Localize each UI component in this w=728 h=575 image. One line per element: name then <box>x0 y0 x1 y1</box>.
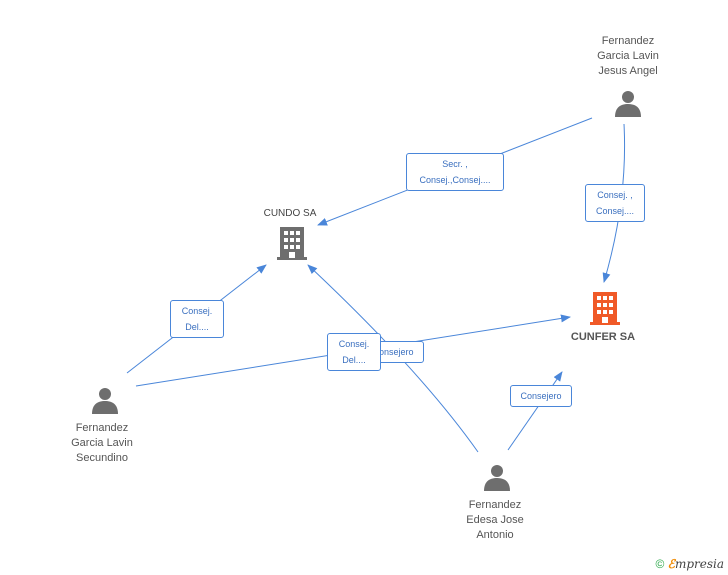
edge-label-line: Consej. <box>181 306 213 316</box>
edge-label-edesa-cunfer[interactable]: Consejero <box>510 385 572 407</box>
copyright-notice: © ℰmpresia <box>655 557 724 571</box>
building-icon[interactable] <box>277 227 307 261</box>
node-label-fernandez-jesus[interactable]: Fernandez Garcia Lavin Jesus Angel <box>597 35 659 77</box>
edge-label-line: Consej. <box>338 339 370 349</box>
edge-label-line: Consej. , <box>597 190 633 200</box>
edge-edesa-cunfer <box>507 371 563 451</box>
node-label-fernandez-edesa[interactable]: Fernandez Edesa Jose Antonio <box>466 499 524 541</box>
edge-label-secundino-cundo[interactable]: Consej. Del.... <box>170 300 224 338</box>
node-label-fernandez-secundino[interactable]: Fernandez Garcia Lavin Secundino <box>71 422 133 464</box>
person-icon[interactable] <box>613 89 643 119</box>
edge-label-secundino-cunfer[interactable]: Consej. Del.... <box>327 333 381 371</box>
edge-label-line: Del.... <box>342 355 366 365</box>
person-icon[interactable] <box>90 386 120 416</box>
edge-label-jesus-cunfer[interactable]: Consej. , Consej.... <box>585 184 645 222</box>
brand-rest: mpresia <box>674 557 724 571</box>
edge-label-line: Consejero <box>372 347 414 357</box>
edge-label-line: Consejero <box>520 391 562 401</box>
edge-edesa-cundo <box>307 264 479 453</box>
building-icon[interactable] <box>590 292 620 326</box>
node-label-cunfer[interactable]: CUNFER SA <box>570 331 636 343</box>
brand-first-letter: ℰ <box>667 557 675 571</box>
edge-label-line: Consej.,Consej.... <box>419 175 491 185</box>
edge-label-line: Consej.... <box>595 206 635 216</box>
person-icon[interactable] <box>482 463 512 493</box>
copyright-icon: © <box>655 557 665 571</box>
edge-label-jesus-cundo[interactable]: Secr. , Consej.,Consej.... <box>406 153 504 191</box>
node-label-cundo[interactable]: CUNDO SA <box>263 208 317 219</box>
edge-label-line: Del.... <box>185 322 209 332</box>
empresia-logo[interactable]: ℰmpresia <box>668 557 724 571</box>
edge-label-line: Secr. , <box>442 159 468 169</box>
